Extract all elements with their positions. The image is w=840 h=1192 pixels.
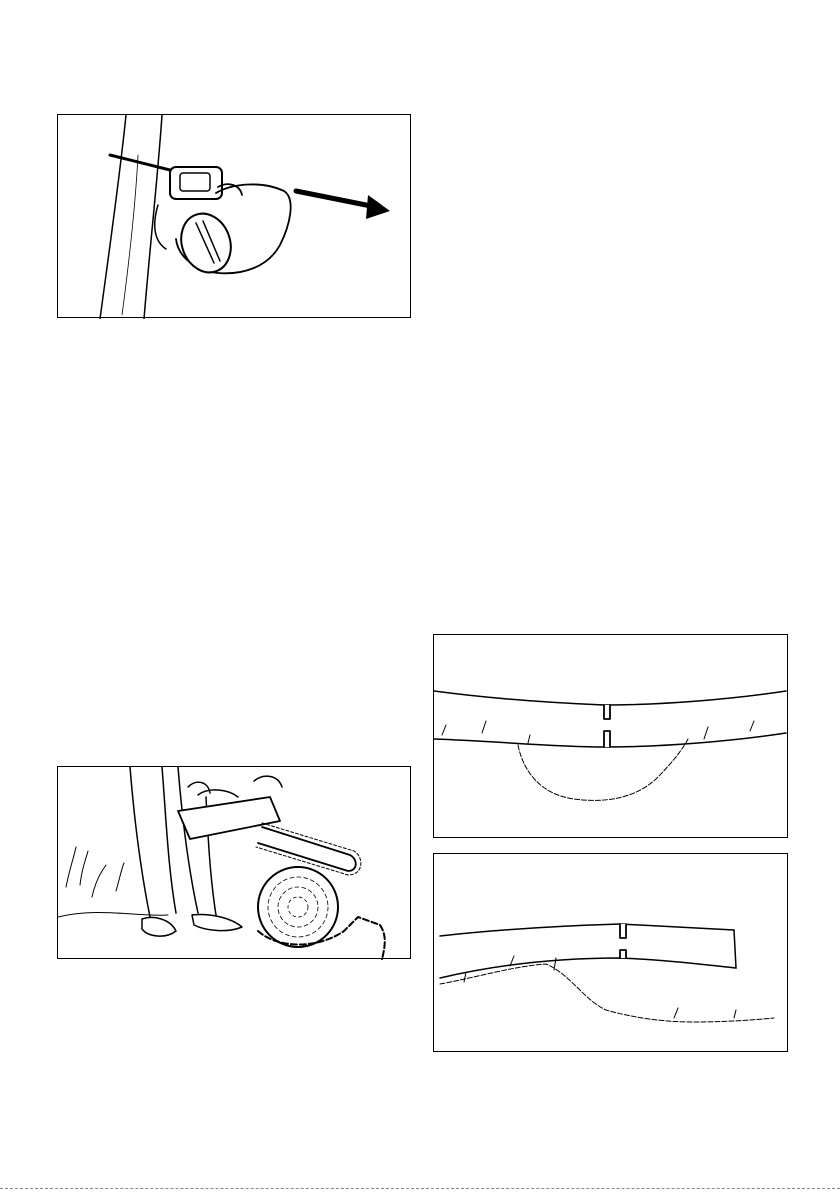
bark-line <box>122 155 138 315</box>
page-bottom-rule <box>0 1188 840 1189</box>
grass-blades <box>66 847 124 897</box>
log-top-edge <box>440 924 734 936</box>
bottom-cut <box>620 950 626 958</box>
boot-right <box>192 915 242 931</box>
chainsaw-handle <box>180 173 210 191</box>
hollow-ground <box>518 739 688 800</box>
log-end <box>258 867 338 947</box>
arrow-head-icon <box>366 195 390 219</box>
chainsaw-body <box>178 797 280 839</box>
top-cut <box>604 705 610 719</box>
rear-handle <box>254 776 282 787</box>
log-over-hollow-drawing <box>434 635 789 839</box>
illustration-log-over-hollow <box>433 634 788 838</box>
pull-arrow-shaft <box>296 191 376 207</box>
pull-direction-drawing <box>58 115 412 319</box>
guide-bar <box>258 827 356 871</box>
top-cut <box>620 924 626 938</box>
tree-trunk-line <box>100 115 126 319</box>
illustration-pull-direction <box>57 114 411 318</box>
log-top-edge <box>434 691 786 705</box>
illustration-cutting-log <box>57 766 411 959</box>
grass-blades <box>442 721 754 743</box>
operator-other-arm <box>155 205 166 249</box>
cutting-log-drawing <box>58 767 412 960</box>
helmet <box>173 207 239 280</box>
chainsaw-handle <box>198 790 238 797</box>
illustration-log-on-slope <box>433 853 788 1052</box>
leg-right <box>178 767 216 915</box>
boot-left <box>142 918 176 937</box>
slope-ground <box>440 964 774 1022</box>
tree-trunk-line <box>144 115 162 319</box>
leg-left <box>130 767 176 917</box>
ground-line <box>58 912 168 917</box>
log-on-slope-drawing <box>434 854 789 1053</box>
log-end <box>734 930 736 968</box>
bottom-cut <box>604 731 610 747</box>
